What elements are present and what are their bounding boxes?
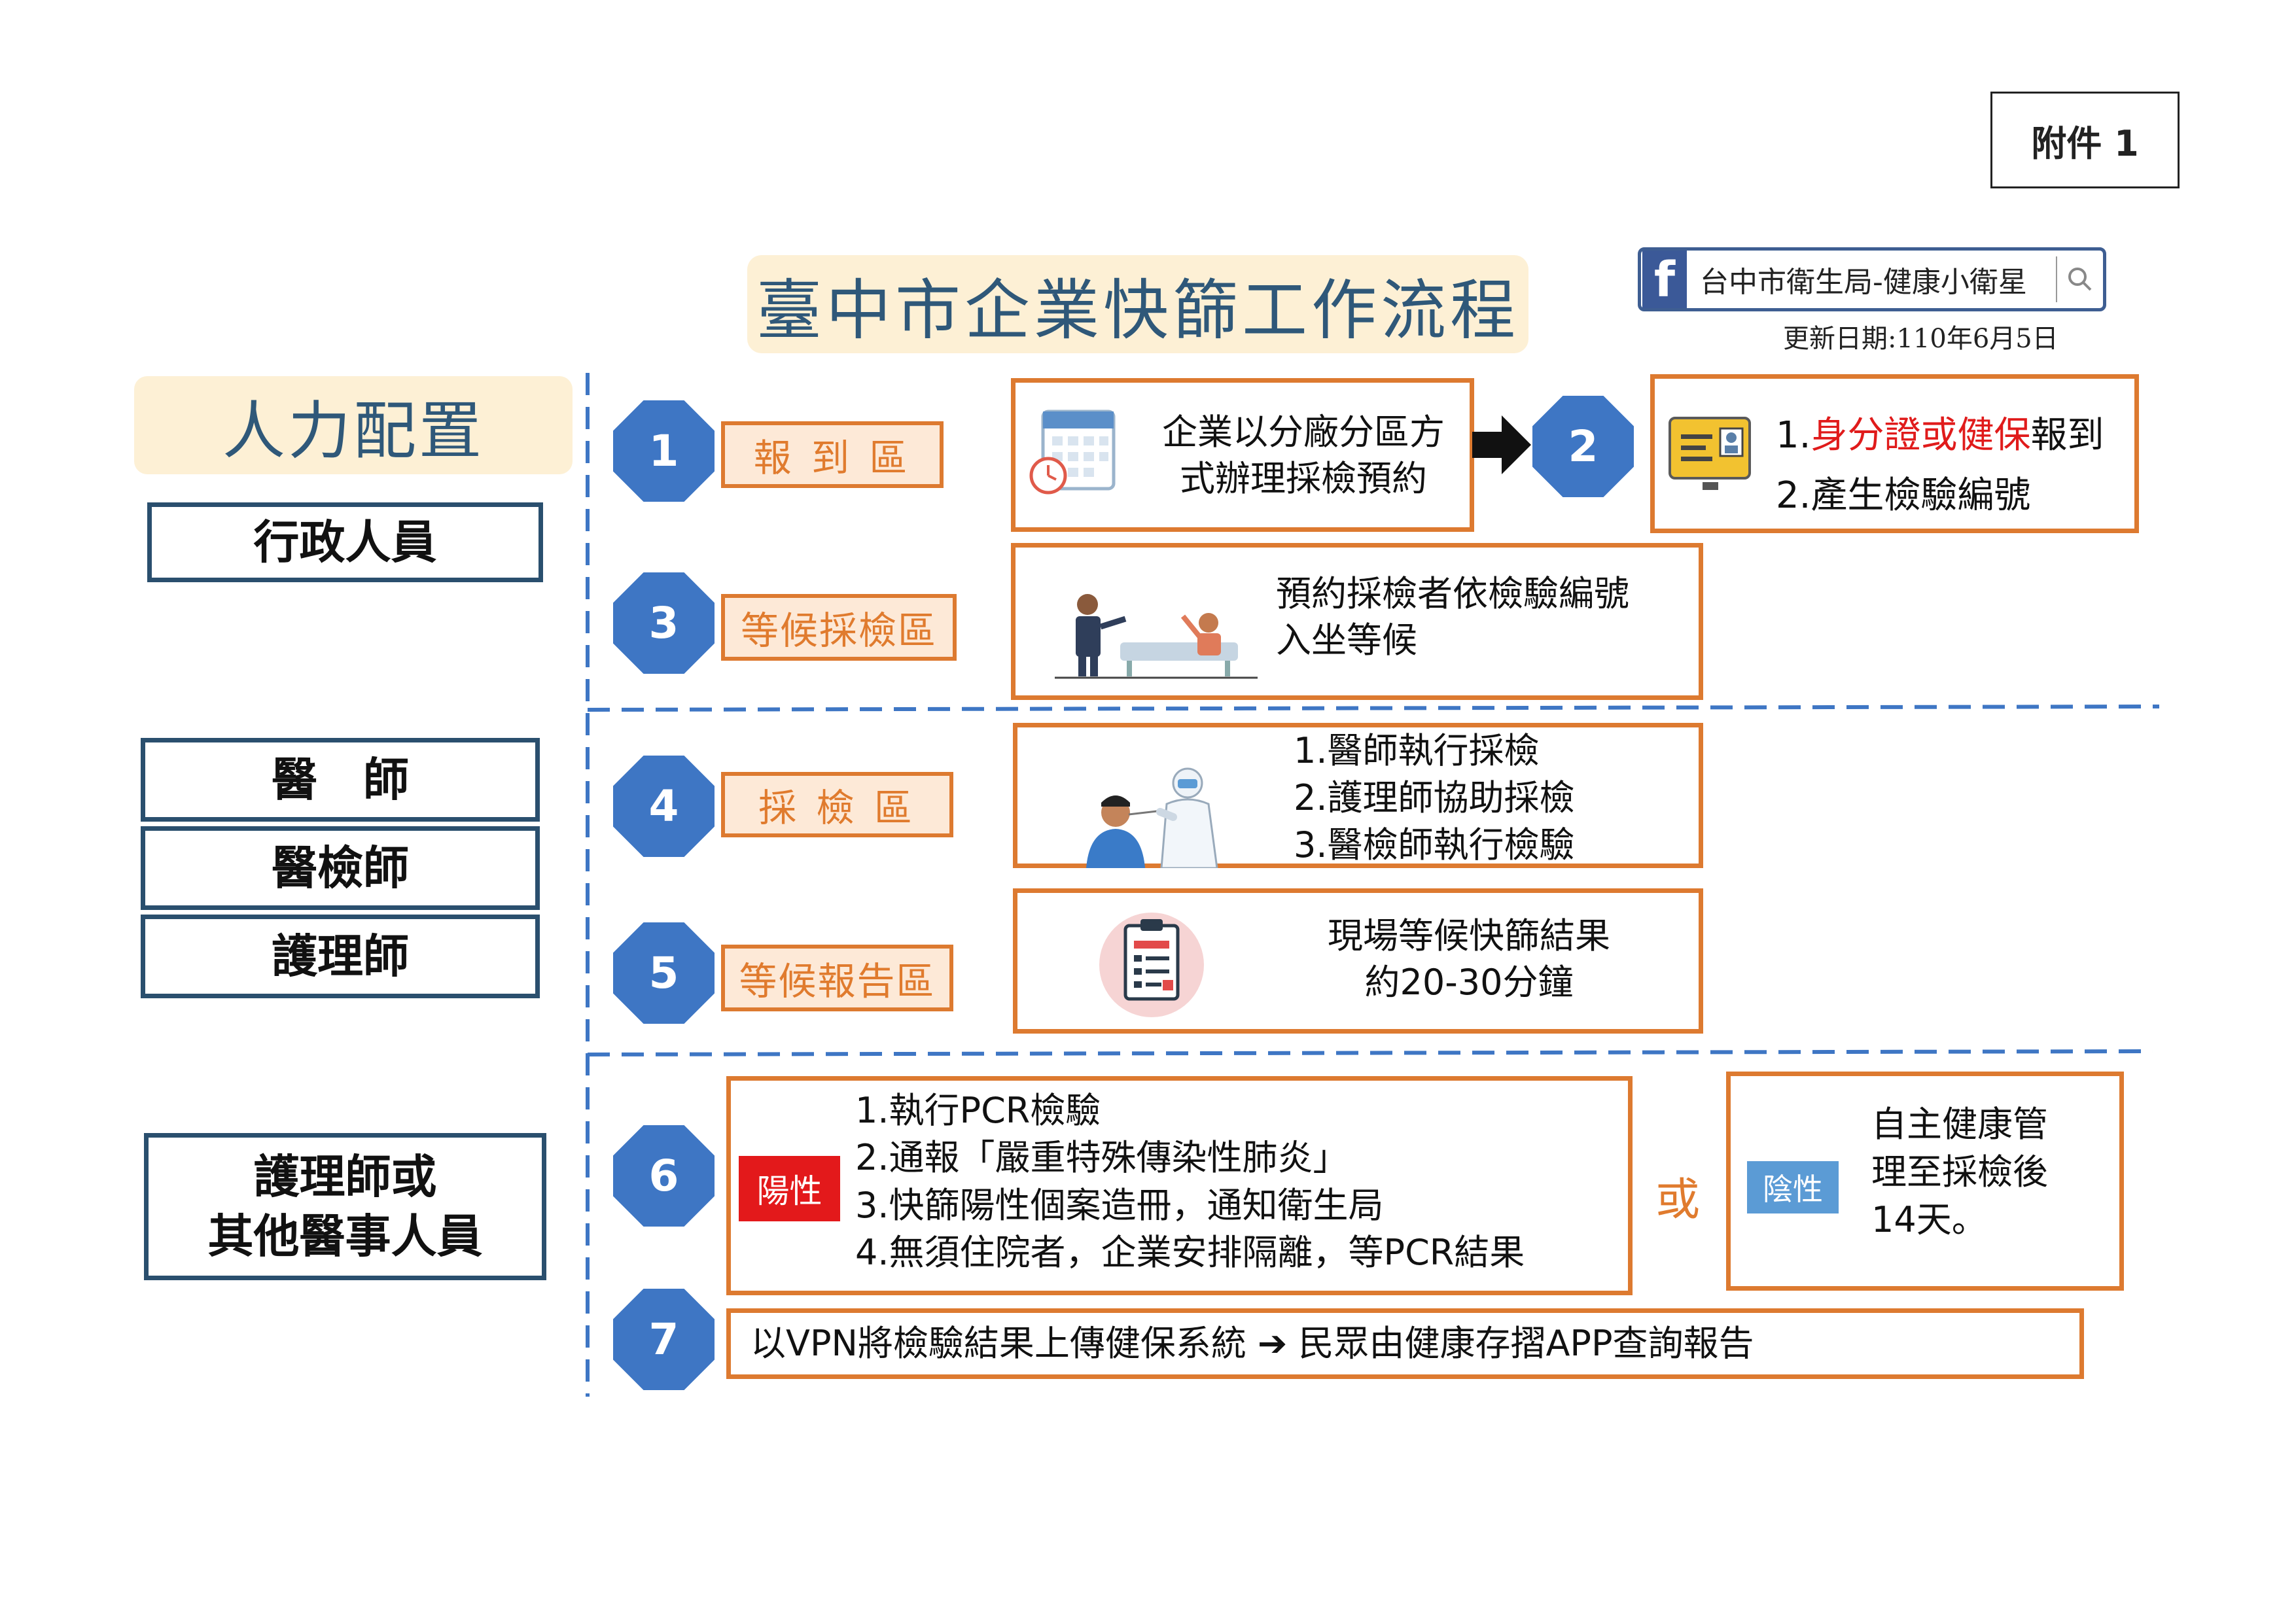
page-title: 臺中市企業快篩工作流程	[747, 255, 1528, 353]
step-5-text-line2: 約20-30分鐘	[1364, 962, 1574, 1003]
step-6-positive-list: 1.執行PCR檢驗 2.通報「嚴重特殊傳染性肺炎」 3.快篩陽性個案造冊，通知衛…	[855, 1087, 1621, 1276]
step-5-area-label: 等候報告區	[721, 945, 953, 1011]
step-6-negative-line: 自主健康管	[1871, 1104, 2048, 1145]
id-card-icon	[1669, 417, 1751, 490]
step-3-text-line2: 入坐等候	[1276, 620, 1417, 661]
step-4-octagon: 4	[613, 756, 715, 857]
arrow-right-icon	[1472, 415, 1531, 474]
step-2-box: 1.身分證或健保報到 2.產生檢驗編號	[1650, 374, 2139, 533]
waiting-room-icon	[1055, 594, 1258, 679]
calendar-icon	[1029, 410, 1116, 495]
step-7-box: 以VPN將檢驗結果上傳健保系統 ➔ 民眾由健康存摺APP查詢報告	[726, 1308, 2084, 1379]
step-4-item: 2.護理師協助採檢	[1294, 777, 1575, 818]
step-6-negative-line: 14天。	[1871, 1198, 1987, 1240]
step-3-area-label: 等候採檢區	[721, 594, 957, 661]
step-5-box: 現場等候快篩結果 約20-30分鐘	[1013, 888, 1703, 1034]
role-nurse: 護理師	[141, 915, 540, 998]
step-2-text-line1: 1.身分證或健保報到	[1776, 411, 2142, 460]
step-1-text-line2: 式辦理採檢預約	[1180, 458, 1427, 500]
step-5-octagon: 5	[613, 922, 715, 1024]
step-1-box: 企業以分廠分區方 式辦理採檢預約	[1011, 378, 1474, 532]
clipboard-report-icon	[1099, 913, 1204, 1017]
step-1-octagon: 1	[613, 400, 715, 502]
role-nurse-or-other-line1: 護理師或	[253, 1149, 437, 1204]
swab-test-icon	[1086, 767, 1218, 868]
facebook-page-bar[interactable]: f 台中市衛生局-健康小衛星	[1638, 247, 2106, 311]
step-6-positive-item: 3.快篩陽性個案造冊，通知衛生局	[855, 1184, 1384, 1226]
step-1-area-label: 報 到 區	[721, 421, 944, 488]
staff-header: 人力配置	[134, 376, 573, 474]
step-3-text: 預約採檢者依檢驗編號 入坐等候	[1276, 570, 1695, 664]
update-date: 更新日期:110年6月5日	[1783, 324, 2058, 354]
step-4-item: 3.醫檢師執行檢驗	[1294, 824, 1575, 865]
step-4-item: 1.醫師執行採檢	[1294, 730, 1540, 771]
or-label: 或	[1655, 1174, 1701, 1226]
step-2-line1-suffix: 報到	[2030, 414, 2104, 457]
search-icon[interactable]	[2056, 256, 2103, 302]
positive-badge: 陽性	[739, 1156, 840, 1221]
facebook-page-name: 台中市衛生局-健康小衛星	[1700, 266, 2027, 299]
step-6-positive-box: 陽性 1.執行PCR檢驗 2.通報「嚴重特殊傳染性肺炎」 3.快篩陽性個案造冊，…	[726, 1076, 1633, 1295]
step-7-octagon: 7	[613, 1289, 715, 1390]
step-6-positive-item: 2.通報「嚴重特殊傳染性肺炎」	[855, 1137, 1349, 1179]
step-2-line1-highlight: 身分證或健保	[1810, 414, 2031, 457]
step-1-text: 企業以分廠分區方 式辦理採檢預約	[1137, 409, 1470, 502]
role-admin: 行政人員	[147, 502, 543, 582]
negative-badge: 陰性	[1747, 1161, 1839, 1213]
step-6-negative-line: 理至採檢後	[1871, 1151, 2048, 1193]
step-6-positive-item: 1.執行PCR檢驗	[855, 1090, 1101, 1131]
step-5-text-line1: 現場等候快篩結果	[1328, 915, 1610, 956]
step-6-negative-text: 自主健康管 理至採檢後 14天。	[1871, 1101, 2120, 1244]
role-doctor: 醫 師	[141, 738, 540, 822]
step-6-octagon: 6	[613, 1125, 715, 1227]
step-2-text: 1.身分證或健保報到 2.產生檢驗編號	[1776, 411, 2142, 520]
step-1-text-line1: 企業以分廠分區方	[1162, 411, 1445, 453]
role-nurse-or-other: 護理師或 其他醫事人員	[144, 1133, 546, 1280]
role-nurse-or-other-line2: 其他醫事人員	[207, 1209, 483, 1263]
step-4-area-label: 採 檢 區	[721, 772, 953, 837]
role-lab-tech: 醫檢師	[141, 826, 540, 910]
step-6-negative-box: 陰性 自主健康管 理至採檢後 14天。	[1726, 1072, 2124, 1291]
step-3-octagon: 3	[613, 572, 715, 674]
step-4-list: 1.醫師執行採檢 2.護理師協助採檢 3.醫檢師執行檢驗	[1294, 727, 1699, 868]
step-3-text-line1: 預約採檢者依檢驗編號	[1276, 573, 1629, 614]
step-5-text: 現場等候快篩結果 約20-30分鐘	[1240, 913, 1698, 1006]
step-4-box: 1.醫師執行採檢 2.護理師協助採檢 3.醫檢師執行檢驗	[1013, 723, 1703, 868]
step-2-octagon: 2	[1532, 396, 1634, 497]
step-3-box: 預約採檢者依檢驗編號 入坐等候	[1011, 543, 1703, 700]
facebook-icon: f	[1642, 251, 1687, 308]
step-2-text-line2: 2.產生檢驗編號	[1776, 474, 2031, 517]
step-2-line1-prefix: 1.	[1776, 414, 1811, 457]
step-6-positive-item: 4.無須住院者，企業安排隔離，等PCR結果	[855, 1232, 1525, 1274]
attachment-label: 附件 1	[1990, 92, 2180, 188]
